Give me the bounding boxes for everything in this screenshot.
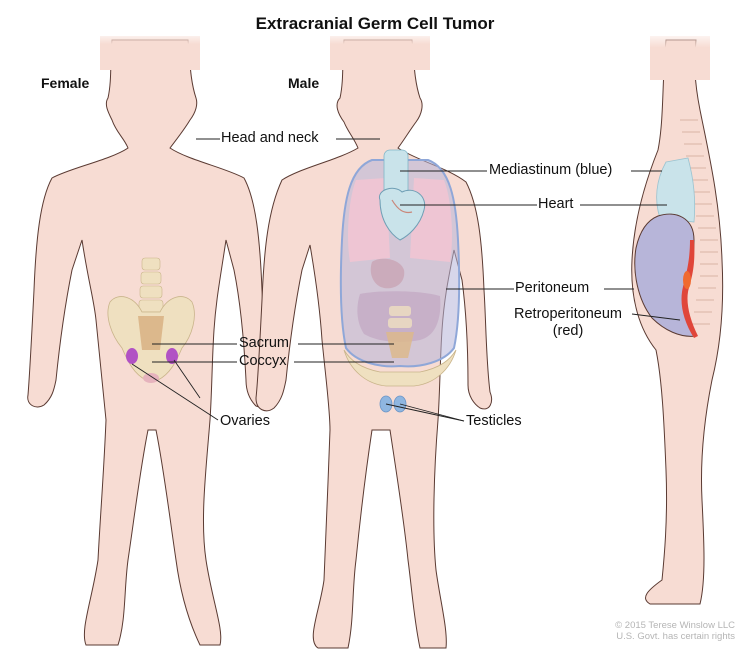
female-figure-label: Female (41, 75, 90, 91)
copyright-line1: © 2015 Terese Winslow LLC (615, 620, 735, 631)
peritoneum-label: Peritoneum (515, 280, 590, 296)
retroperitoneum-label: Retroperitoneum (red) (505, 306, 631, 340)
mediastinum-label: Mediastinum (blue) (489, 162, 613, 178)
leader-lines (131, 138, 681, 422)
ovaries-label: Ovaries (220, 413, 270, 429)
retroperitoneum-label-line2: (red) (552, 323, 584, 339)
testicles-label: Testicles (466, 413, 522, 429)
heart-label: Heart (538, 196, 574, 212)
copyright-notice: © 2015 Terese Winslow LLC U.S. Govt. has… (615, 620, 735, 642)
coccyx-label: Coccyx (239, 353, 287, 369)
side-view-body (631, 0, 724, 605)
copyright-line2: U.S. Govt. has certain rights (616, 631, 735, 642)
diagram-title: Extracranial Germ Cell Tumor (255, 14, 495, 33)
sacrum-label: Sacrum (239, 335, 289, 351)
male-figure-label: Male (288, 75, 320, 91)
retroperitoneum-label-line1: Retroperitoneum (514, 306, 622, 322)
female-pelvis (107, 257, 195, 383)
male-internal-organs (339, 149, 461, 413)
head-neck-label: Head and neck (221, 130, 319, 146)
